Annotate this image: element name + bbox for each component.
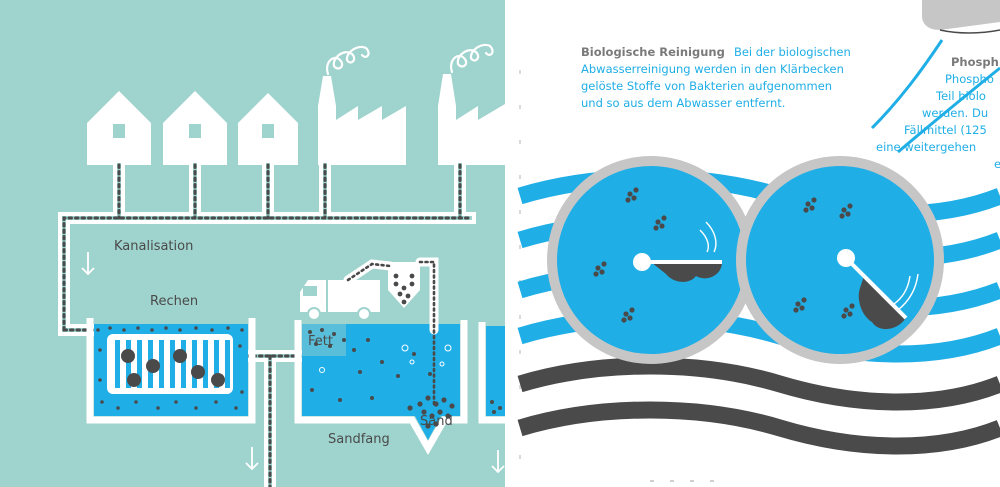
bio-title: Biologische Reinigung [581, 45, 725, 59]
factory-icon [318, 76, 406, 165]
phos-line: Phospho [945, 72, 994, 86]
phos-line: e [994, 157, 1000, 171]
bio-line: Abwasserreinigung werden in den Klärbeck… [581, 62, 844, 76]
phos-line: Fällmittel (125 [904, 123, 987, 137]
sandfang-tank [294, 320, 468, 456]
bio-text-line-1: Biologische Reinigung Bei der biologisch… [581, 41, 851, 60]
arrows [81, 252, 505, 474]
rechen-tank [86, 318, 256, 424]
down-arrow-icon [491, 450, 505, 474]
phos-title: Phosph [951, 55, 999, 69]
sand-hopper [388, 262, 420, 308]
truck-icon [300, 280, 380, 321]
factories [318, 74, 505, 165]
phos-line: Teil biolo [935, 89, 986, 103]
label-sand: Sand [420, 414, 453, 429]
factory-icon [438, 74, 505, 165]
bio-line: Bei der biologischen [734, 45, 851, 59]
bio-line: und so aus dem Abwasser entfernt. [581, 96, 785, 110]
bio-line: gelöste Stoffe von Bakterien aufgenommen [581, 79, 832, 93]
clarifier-basin-left [547, 156, 755, 364]
next-tank [478, 322, 505, 424]
label-kanalisation: Kanalisation [114, 239, 193, 254]
page-gutter [505, 0, 520, 487]
label-sandfang: Sandfang [328, 432, 390, 447]
bacteria-icon [593, 187, 667, 323]
label-rechen: Rechen [150, 294, 198, 309]
label-fett: Fett [308, 334, 333, 349]
down-arrow-icon [81, 252, 95, 276]
smoke-icon [326, 43, 494, 76]
bacteria-icon [793, 197, 855, 319]
down-arrow-icon [245, 447, 259, 471]
outlet-pipe [922, 0, 1000, 34]
clarifier-basin-right [736, 156, 944, 364]
dosing-lines [870, 39, 1000, 154]
phos-line: eine weitergehen [876, 140, 976, 154]
phos-line: werden. Du [922, 106, 988, 120]
